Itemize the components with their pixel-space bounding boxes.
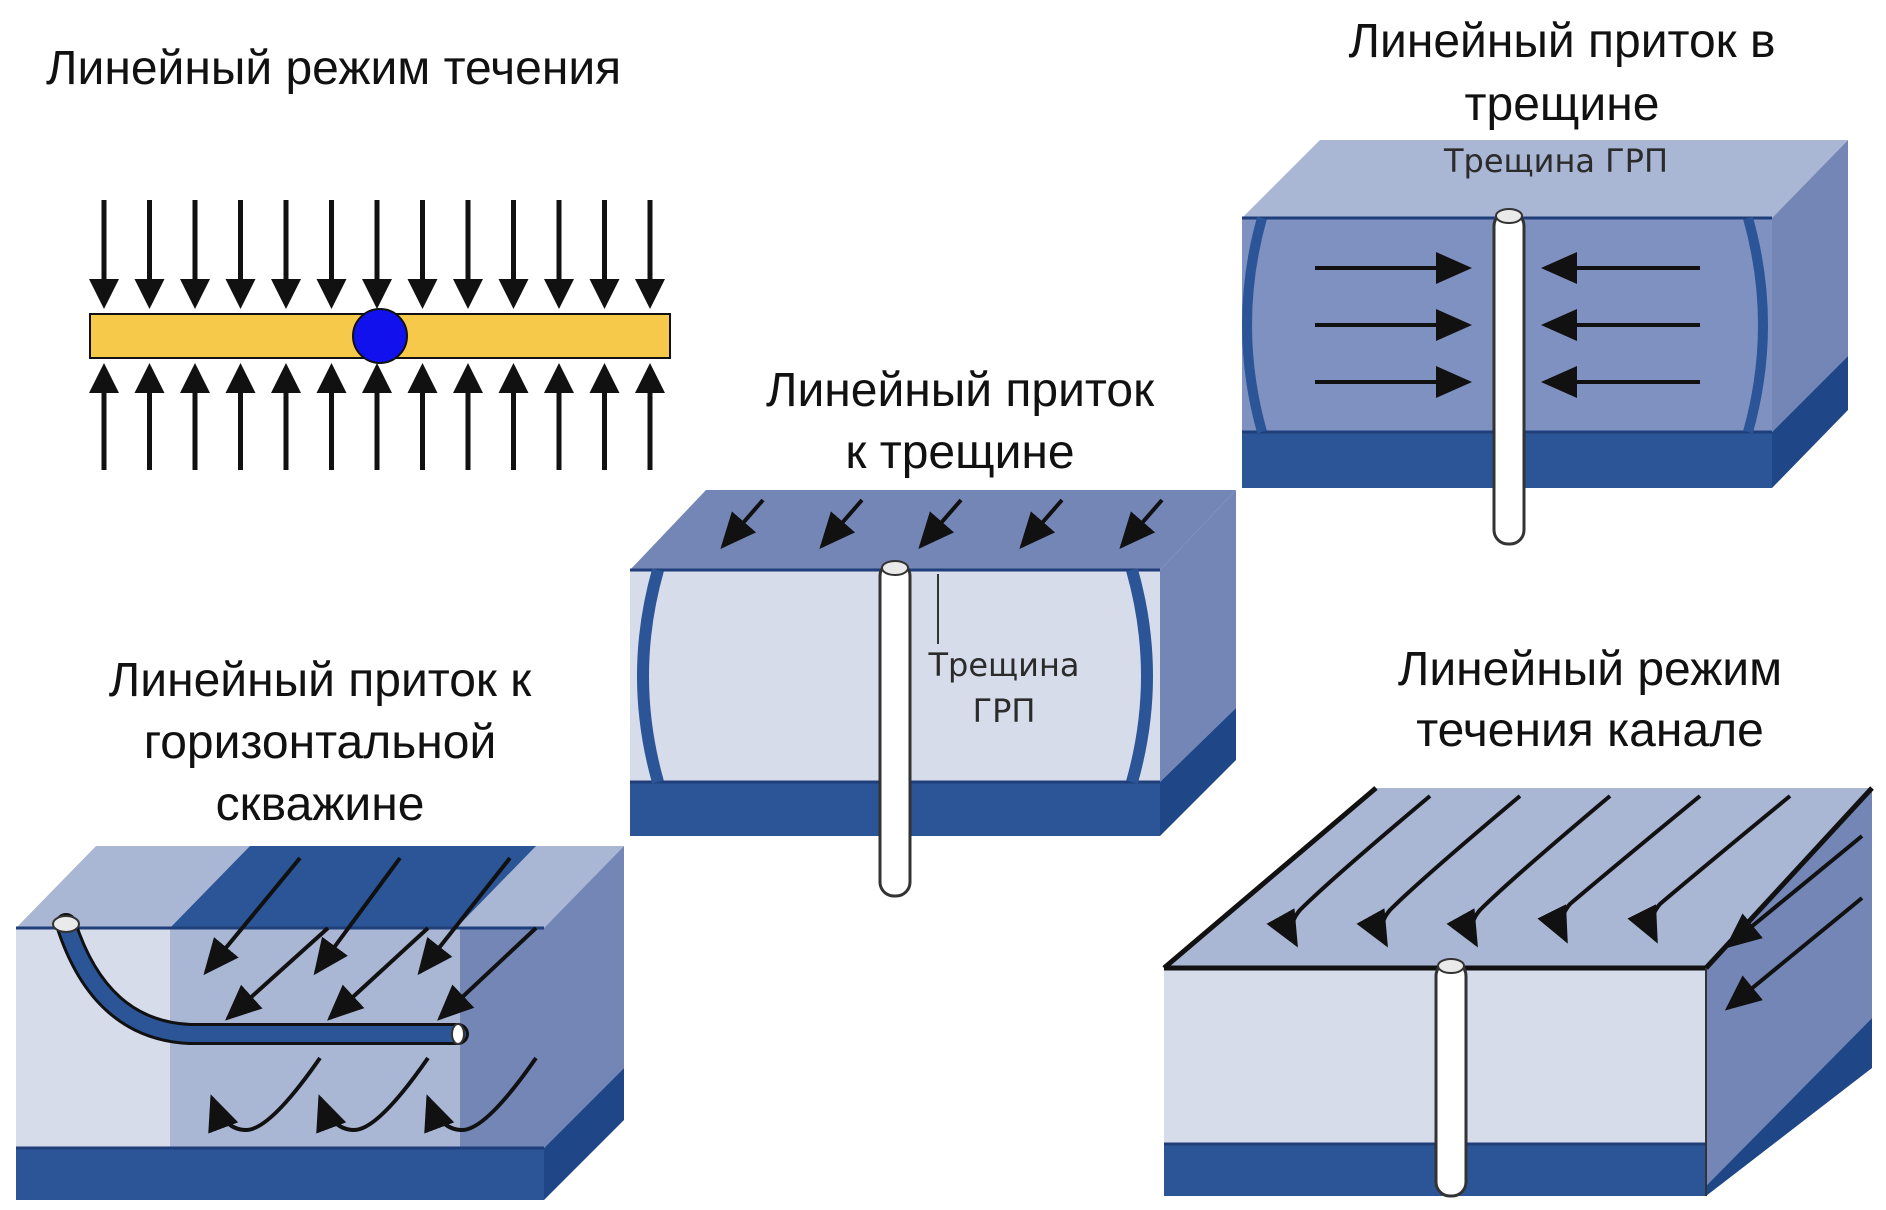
side-bottom-layer <box>1772 356 1848 488</box>
caption-horizontal-1: Линейный приток к <box>109 654 532 707</box>
side-bottom-layer <box>544 1068 624 1200</box>
fracture-label-mid-2: ГРП <box>973 692 1036 730</box>
panel-fracture-linear: Линейный приток в трещине Трещина ГРП <box>1242 15 1848 546</box>
caption-linear-flow: Линейный режим течения <box>46 42 621 95</box>
inflow-arrows-bottom <box>89 363 665 470</box>
panel-channel-flow: Линейный режим течения канале <box>1162 643 1874 1198</box>
flow-arrows-up <box>208 1056 538 1134</box>
caption-horizontal-2: горизонтальной <box>144 716 497 769</box>
side-face <box>1160 490 1236 782</box>
caption-fracture-linear-1: Линейный приток в <box>1349 15 1776 68</box>
bottom-layer <box>16 1148 544 1200</box>
side-face <box>1772 140 1848 432</box>
side-face <box>544 846 624 1148</box>
panel-horizontal-well: Линейный приток к горизонтальной скважин… <box>16 654 624 1200</box>
caption-channel-2: течения канале <box>1416 704 1764 757</box>
side-bottom-layer <box>1160 708 1236 836</box>
left-boundary <box>1242 216 1267 434</box>
fracture-label-top: Трещина ГРП <box>1443 142 1668 180</box>
channel-flow-arrows <box>1266 794 1864 1011</box>
caption-formation-linear-2: к трещине <box>845 426 1074 479</box>
caption-fracture-linear-2: трещине <box>1465 78 1660 131</box>
front-face-right <box>460 928 544 1148</box>
left-boundary <box>637 568 664 784</box>
top-face <box>1164 788 1872 968</box>
panel-formation-linear: Линейный приток к трещине Трещина ГРП <box>630 364 1236 898</box>
well-dot <box>352 308 408 364</box>
panel-linear-flow: Линейный режим течения <box>46 42 671 470</box>
caption-formation-linear-1: Линейный приток <box>766 364 1155 417</box>
right-boundary <box>1743 216 1768 434</box>
side-face <box>1706 788 1872 1186</box>
fracture-label-mid-1: Трещина <box>927 646 1079 684</box>
inflow-arrows-top <box>89 200 665 309</box>
wellbore <box>1492 210 1526 546</box>
wellbore <box>878 560 912 898</box>
side-bottom-layer <box>1706 1018 1872 1196</box>
flow-arrows-diagonal <box>720 498 1164 550</box>
flow-arrows-down <box>203 856 538 1021</box>
right-boundary <box>1126 568 1153 784</box>
top-face <box>1242 140 1848 218</box>
caption-horizontal-3: скважине <box>216 778 425 831</box>
flow-arrows-left <box>1541 252 1700 398</box>
wellbore <box>1434 960 1468 1198</box>
caption-channel-1: Линейный режим <box>1398 643 1782 696</box>
flow-arrows-right <box>1315 252 1472 398</box>
